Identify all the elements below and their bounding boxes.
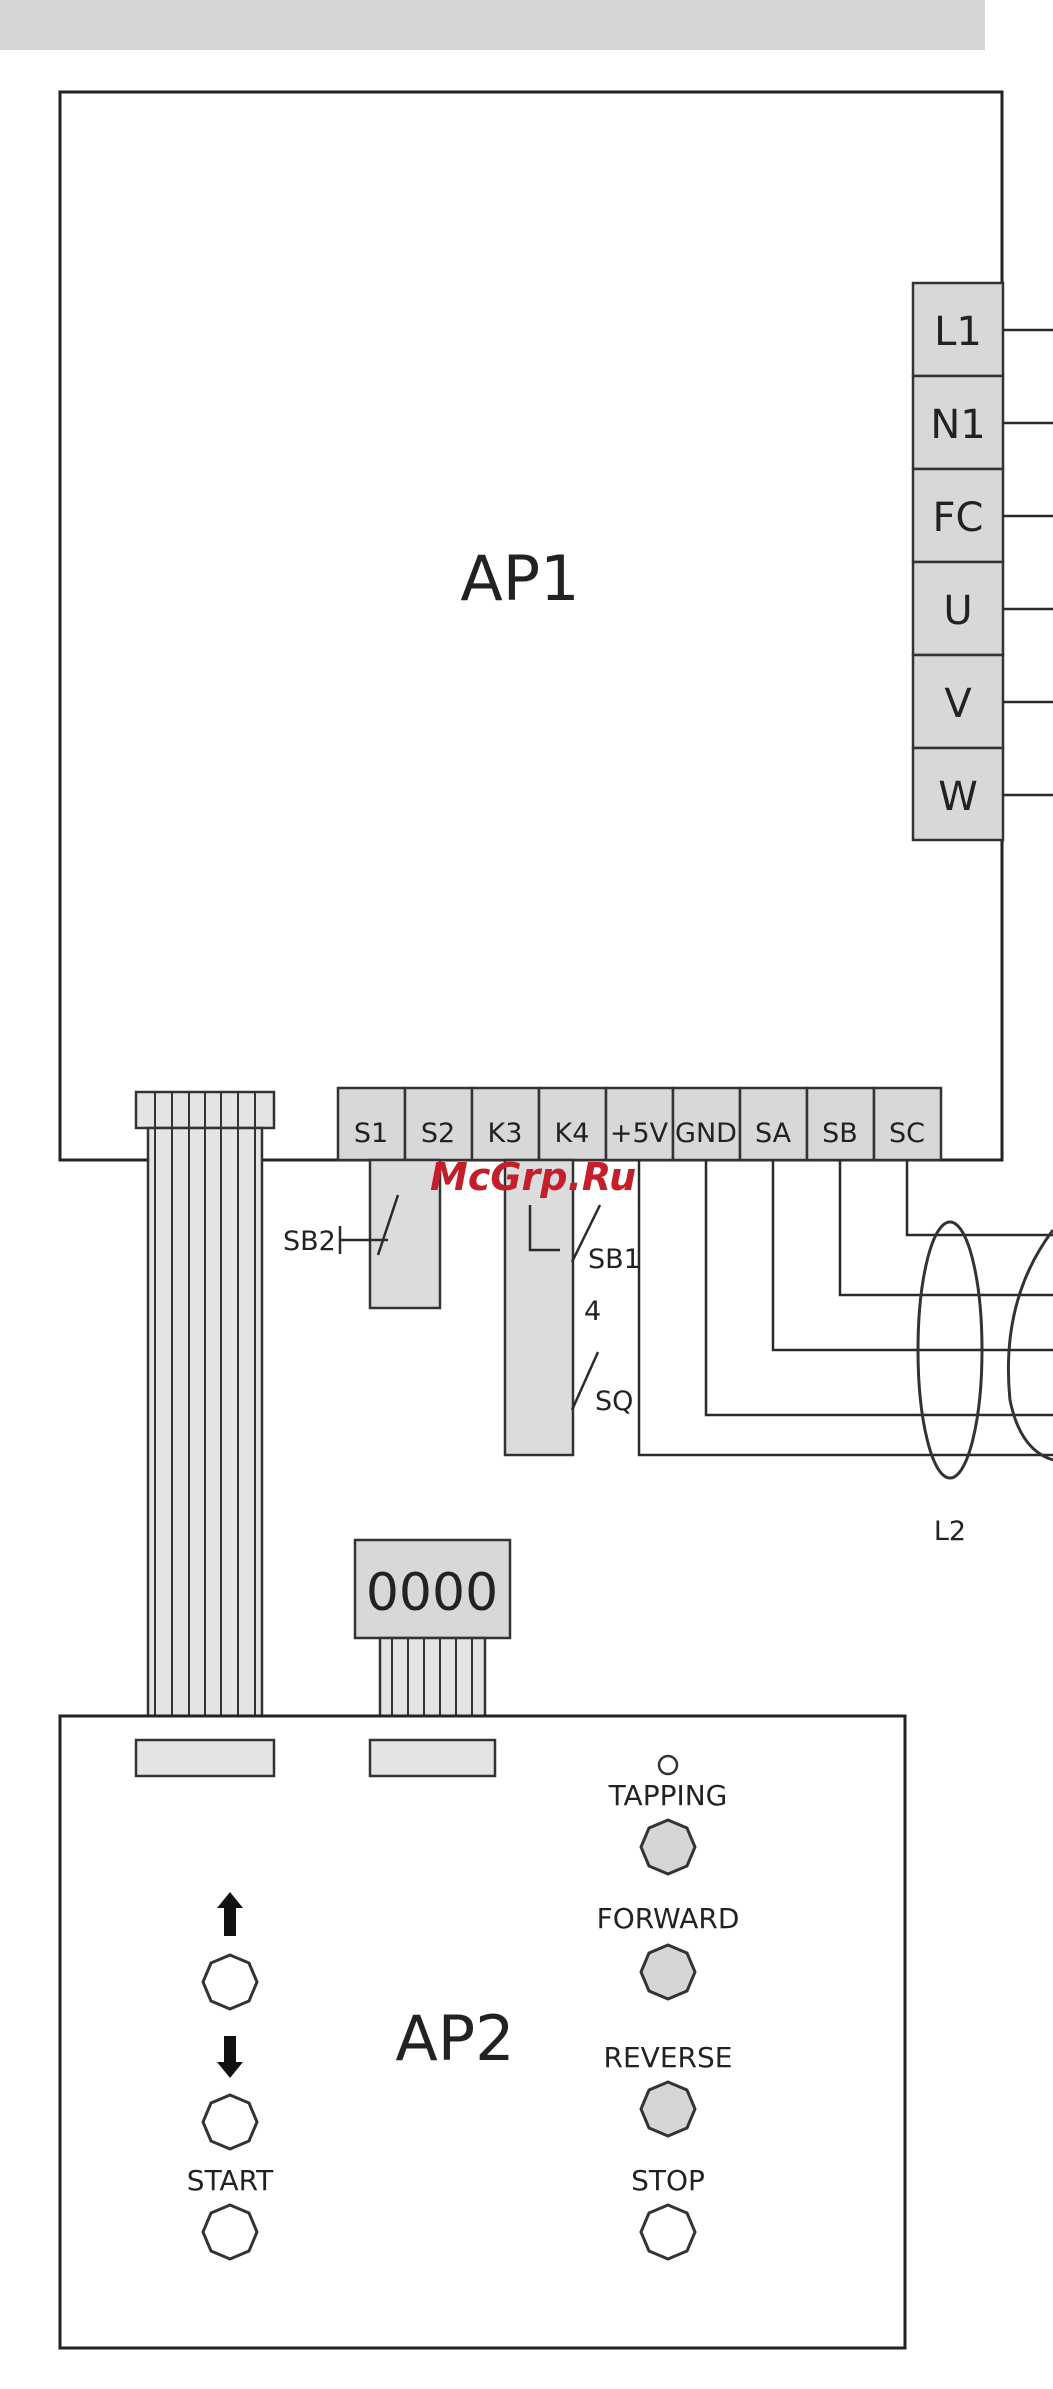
k3-k4-loop (505, 1160, 573, 1455)
ap2-label: AP2 (395, 2002, 514, 2075)
ap1-unit: AP1 L1 N1 FC U V W (60, 92, 1053, 1160)
forward-button[interactable] (641, 1945, 695, 1999)
terminal-u-label: U (943, 588, 972, 634)
terminal-s2-label: S2 (421, 1118, 455, 1149)
terminal-5v-label: +5V (610, 1118, 669, 1149)
header-band (0, 0, 985, 50)
ap2-unit: AP2 START TAPPING FORWARD REVERSE STOP (60, 1716, 905, 2348)
sb2-label: SB2 (283, 1226, 336, 1257)
terminal-n1-label: N1 (930, 402, 985, 448)
lead-sa (773, 1160, 1053, 1350)
l2-label: L2 (934, 1516, 966, 1547)
tapping-button[interactable] (641, 1820, 695, 1874)
wire-number-label: 4 (584, 1296, 601, 1327)
reverse-button[interactable] (641, 2082, 695, 2136)
right-terminal-strip: L1 N1 FC U V W (913, 283, 1053, 840)
bottom-terminal-strip: S1 S2 K3 K4 +5V GND SA SB SC (338, 1088, 941, 1160)
terminal-gnd-label: GND (675, 1118, 737, 1149)
terminal-s1-label: S1 (354, 1118, 388, 1149)
forward-label: FORWARD (597, 1902, 740, 1935)
terminal-w-label: W (938, 774, 978, 820)
ap1-box (60, 92, 1002, 1160)
terminal-v-label: V (944, 681, 972, 727)
terminal-sc-label: SC (889, 1118, 925, 1149)
terminal-k4-label: K4 (555, 1118, 590, 1149)
up-button[interactable] (203, 1955, 257, 2009)
terminal-fc-label: FC (933, 495, 984, 541)
terminal-k3-label: K3 (488, 1118, 523, 1149)
tapping-label: TAPPING (608, 1779, 728, 1812)
ap1-label: AP1 (460, 542, 579, 615)
stop-button[interactable] (641, 2205, 695, 2259)
lead-sb (840, 1160, 1053, 1295)
terminal-l1-label: L1 (934, 309, 982, 355)
watermark-text: McGrp.Ru (430, 1155, 636, 1199)
sb1-label: SB1 (588, 1244, 641, 1275)
lead-gnd (706, 1160, 1053, 1415)
start-button[interactable] (203, 2205, 257, 2259)
display-value: 0000 (366, 1563, 498, 1623)
terminal-sa-label: SA (755, 1118, 792, 1149)
down-button[interactable] (203, 2095, 257, 2149)
lead-5v (639, 1160, 1053, 1455)
reverse-label: REVERSE (604, 2041, 733, 2074)
stop-label: STOP (631, 2164, 705, 2197)
ribbon-cable-main (136, 1092, 274, 1776)
sensor-arc (1008, 1230, 1053, 1460)
terminal-sb-label: SB (822, 1118, 858, 1149)
start-label: START (187, 2164, 274, 2197)
control-wiring: SB2 SB1 4 SQ L2 (283, 1160, 1053, 1547)
lead-sc (907, 1160, 1053, 1235)
sq-label: SQ (595, 1386, 633, 1417)
tapping-indicator (659, 1756, 677, 1774)
